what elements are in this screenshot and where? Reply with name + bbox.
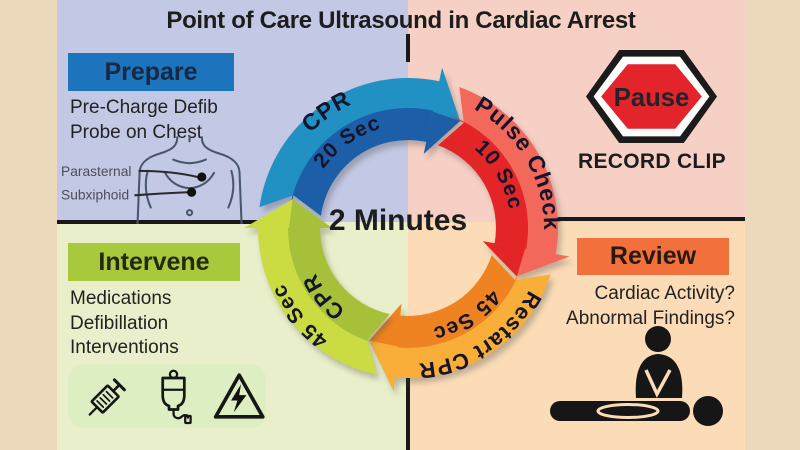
intervene-item-2: Defibillation (70, 312, 169, 334)
intervene-item-3: Interventions (70, 337, 179, 359)
prepare-line-1: Pre-Charge Defib (70, 97, 218, 118)
hexagon-red-fill (601, 64, 702, 129)
cycle-arrow-cpr-45 (244, 199, 390, 375)
torso-diagram: Parasternal Subxiphoid (61, 135, 243, 224)
parasternal-pointer-line (138, 169, 198, 178)
stop-hexagon-icon: Pause (585, 49, 718, 144)
prepare-line-2: Probe on Chest (70, 121, 203, 143)
intervene-list: Medications Defibillation Interventions (70, 287, 179, 361)
cycle-arrow-cpr-20 (259, 67, 461, 216)
iv-bag-icon (160, 369, 192, 425)
review-questions: Cardiac Activity? Abnormal Findings? (495, 282, 735, 331)
page-title: Point of Care Ultrasound in Cardiac Arre… (166, 7, 636, 34)
divider-horizontal-left (57, 220, 259, 224)
cycle-center-label: 2 Minutes (329, 204, 467, 237)
parasternal-label: Parasternal (61, 164, 131, 179)
review-question-1: Cardiac Activity? (594, 283, 735, 304)
cpr-silhouette (550, 326, 723, 426)
intervene-icon-box (68, 364, 266, 428)
cycle-arrow-pulse-check (438, 87, 570, 277)
parasternal-probe-dot (197, 172, 207, 182)
intervene-header: Intervene (68, 243, 240, 281)
divider-vertical-bottom (406, 367, 410, 450)
pause-label: Pause (614, 84, 690, 112)
review-header: Review (577, 238, 729, 275)
rescuer-arms-gap (644, 369, 672, 398)
cpr-icon (550, 326, 723, 426)
prepare-header: Prepare (68, 53, 234, 91)
divider-horizontal-right (541, 217, 745, 221)
syringe-icon (88, 378, 126, 416)
subxiphoid-probe-dot (187, 187, 197, 197)
prepare-text: Pre-Charge Defib Probe on Chest (70, 96, 218, 145)
record-clip-label: RECORD CLIP (578, 150, 726, 173)
subxiphoid-label: Subxiphoid (61, 187, 129, 202)
infographic-canvas: Point of Care Ultrasound in Cardiac Arre… (57, 0, 745, 450)
intervene-item-1: Medications (70, 288, 172, 309)
subxiphoid-pointer-line (134, 191, 188, 197)
victim-arms-gap (596, 403, 660, 419)
cycle-arrow-restart-cpr (369, 255, 551, 392)
cpr-cycle-diagram: CPR 20 Sec Pulse Check 10 Sec Restart CP… (244, 67, 570, 392)
divider-vertical-top (406, 34, 410, 62)
lightning-bolt (230, 384, 247, 413)
review-question-2: Abnormal Findings? (566, 307, 735, 329)
electric-hazard-icon (213, 373, 265, 419)
